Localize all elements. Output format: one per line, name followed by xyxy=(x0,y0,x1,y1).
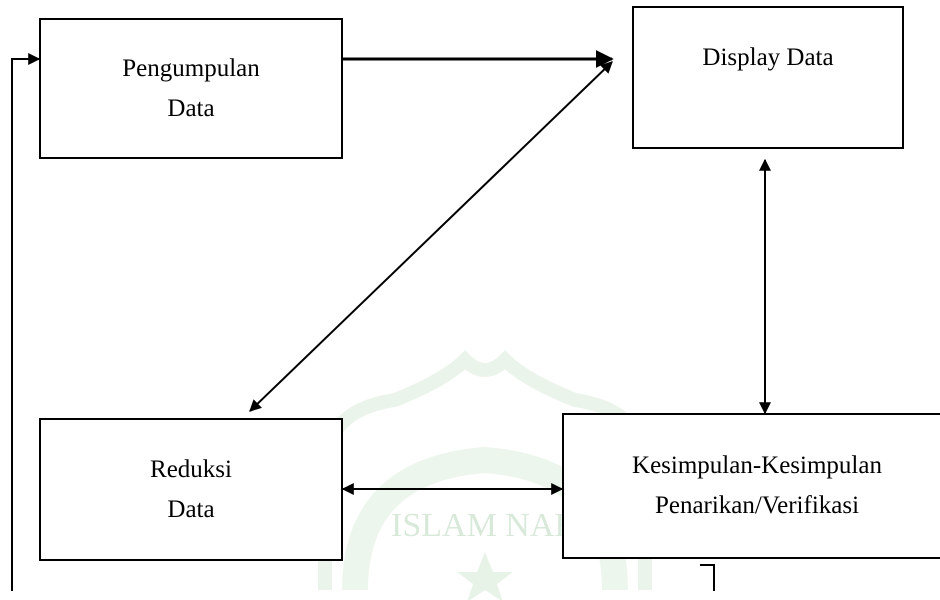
node-kesimpulan-line1: Kesimpulan-Kesimpulan xyxy=(632,452,882,479)
node-reduksi-line1: Reduksi xyxy=(150,455,232,483)
node-pengumpulan-data: Pengumpulan Data xyxy=(39,18,343,159)
kesimpulan-feedback-line xyxy=(700,564,715,591)
node-pengumpulan-line1: Pengumpulan xyxy=(122,54,260,82)
arrow-feedback-loop xyxy=(11,53,41,591)
watermark-seal-text: ISLAM NAH xyxy=(391,507,579,544)
node-reduksi-data: Reduksi Data xyxy=(39,418,343,561)
arrow-display-reduksi xyxy=(249,61,613,412)
node-kesimpulan: Kesimpulan-Kesimpulan Penarikan/Verifika… xyxy=(562,413,940,559)
node-display-line1: Display Data xyxy=(702,44,834,71)
node-reduksi-line2: Data xyxy=(167,495,215,523)
node-display-data: Display Data xyxy=(632,6,904,149)
node-pengumpulan-line2: Data xyxy=(167,94,215,122)
node-kesimpulan-line2: Penarikan/Verifikasi xyxy=(654,492,860,519)
watermark-star-icon xyxy=(457,552,513,600)
